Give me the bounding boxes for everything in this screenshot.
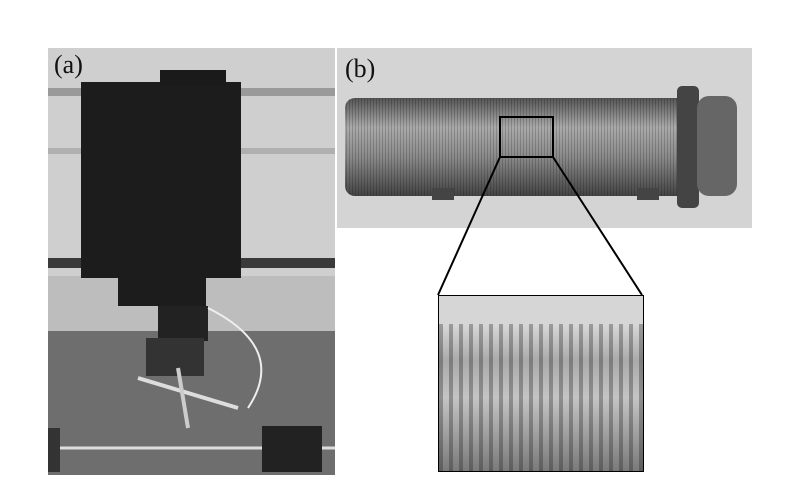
zoomed-thread-inset <box>438 295 644 472</box>
laser-cladding-machine-image <box>48 48 335 475</box>
panel-b-photo: (b) <box>337 48 752 228</box>
thread-detail-image <box>439 296 643 471</box>
panel-a-photo: (a) <box>48 48 335 475</box>
panel-a-label: (a) <box>54 50 83 79</box>
threaded-cylinder-image <box>337 48 752 228</box>
panel-b-label: (b) <box>345 54 376 83</box>
